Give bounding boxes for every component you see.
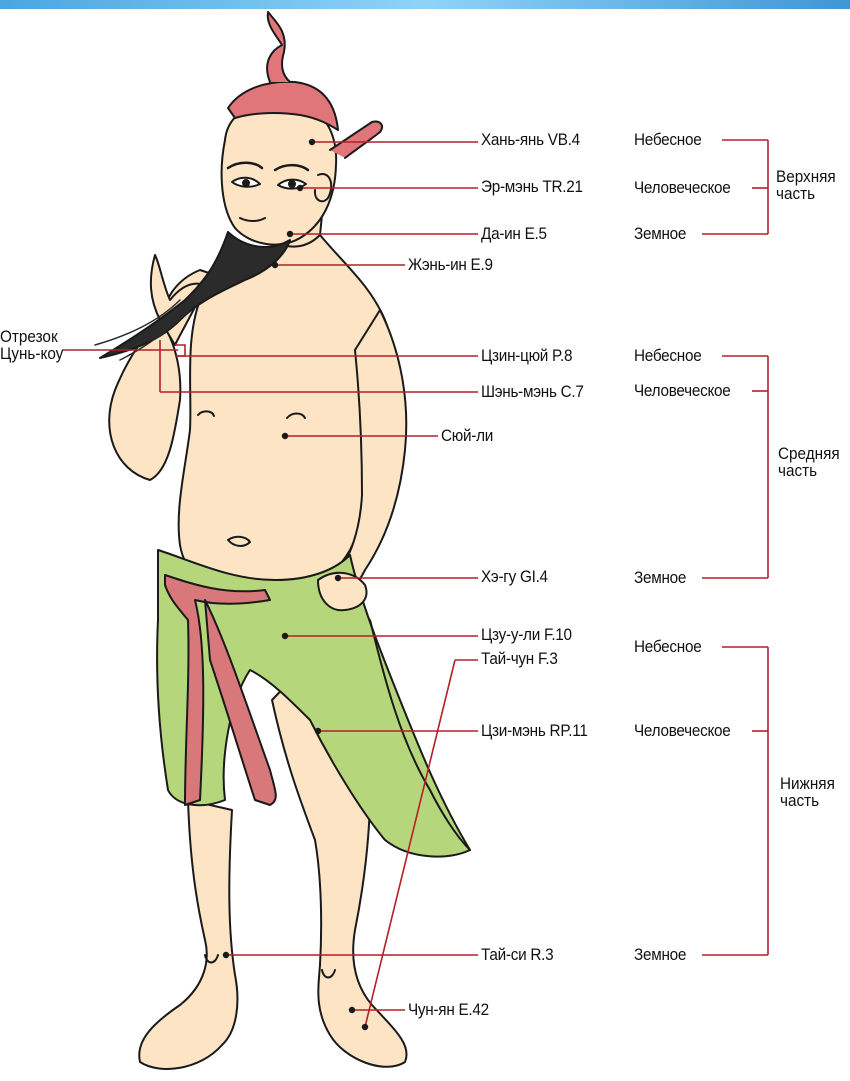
part-label-line2: часть — [780, 792, 835, 809]
level-label-heavenly-lower: Небесное — [634, 637, 701, 657]
point-dot — [287, 231, 293, 237]
point-dot — [309, 139, 315, 145]
part-label-line2: часть — [778, 462, 840, 479]
part-label-line1: Нижняя — [780, 775, 835, 792]
point-label-han-yan: Хань-янь VB.4 — [481, 130, 580, 150]
level-label-heavenly-upper: Небесное — [634, 130, 701, 150]
point-label-shen-men: Шэнь-мэнь C.7 — [481, 382, 584, 402]
part-label-line1: Средняя — [778, 445, 840, 462]
point-label-chun-yan: Чун-ян E.42 — [408, 1000, 489, 1020]
level-label-earthly-middle: Земное — [634, 568, 686, 588]
point-label-tszin-tsyuy: Цзин-цюй P.8 — [481, 346, 572, 366]
level-label-earthly-upper: Земное — [634, 224, 686, 244]
part-label-line1: Верхняя — [776, 168, 836, 185]
segment-label-line1: Отрезок — [0, 328, 63, 345]
point-label-zhen-in: Жэнь-ин E.9 — [408, 255, 493, 275]
point-label-da-in: Да-ин E.5 — [481, 224, 547, 244]
segment-label-line2: Цунь-коу — [0, 345, 63, 362]
level-label-human-lower: Человеческое — [634, 721, 731, 741]
right-leg — [139, 800, 237, 1069]
point-label-tszi-men: Цзи-мэнь RP.11 — [481, 721, 588, 741]
point-dot — [223, 952, 229, 958]
segment-label-tsun-kou: Отрезок Цунь-коу — [0, 328, 63, 362]
point-label-tay-chun: Тай-чун F.3 — [481, 649, 558, 669]
point-dot — [349, 1007, 355, 1013]
bracket-lines — [702, 140, 768, 955]
point-label-he-gu: Хэ-гу GI.4 — [481, 567, 548, 587]
point-dot — [362, 1024, 368, 1030]
point-dot — [335, 575, 341, 581]
level-label-human-middle: Человеческое — [634, 381, 731, 401]
part-label-lower: Нижняя часть — [780, 775, 835, 809]
point-dot — [272, 262, 278, 268]
part-label-middle: Средняя часть — [778, 445, 840, 479]
point-dot — [297, 185, 303, 191]
part-label-upper: Верхняя часть — [776, 168, 836, 202]
point-label-er-men: Эр-мэнь TR.21 — [481, 177, 583, 197]
point-dot — [282, 633, 288, 639]
part-label-line2: часть — [776, 185, 836, 202]
point-label-tay-si: Тай-си R.3 — [481, 945, 553, 965]
point-label-syuy-li: Сюй-ли — [441, 426, 493, 446]
point-label-tszu-u-li: Цзу-у-ли F.10 — [481, 625, 572, 645]
point-dot — [315, 728, 321, 734]
level-label-earthly-lower: Земное — [634, 945, 686, 965]
level-label-human-upper: Человеческое — [634, 178, 731, 198]
hair-topknot — [267, 12, 290, 82]
point-dot — [282, 433, 288, 439]
level-label-heavenly-middle: Небесное — [634, 346, 701, 366]
